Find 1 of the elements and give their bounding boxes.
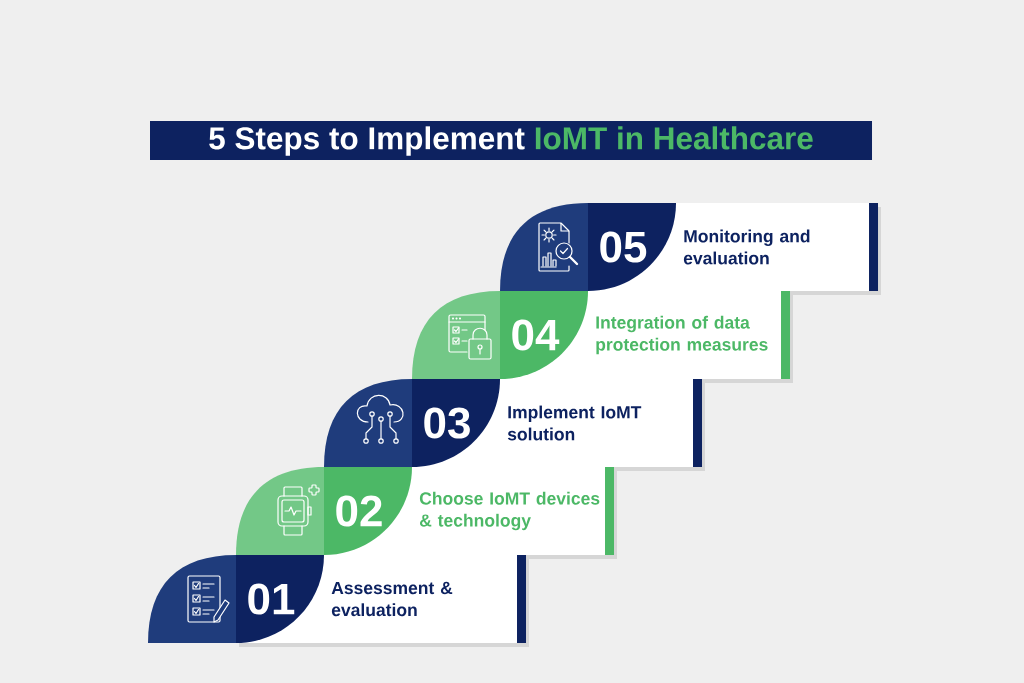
title-banner: 5 Steps to Implement IoMT in Healthcare [150,121,872,160]
